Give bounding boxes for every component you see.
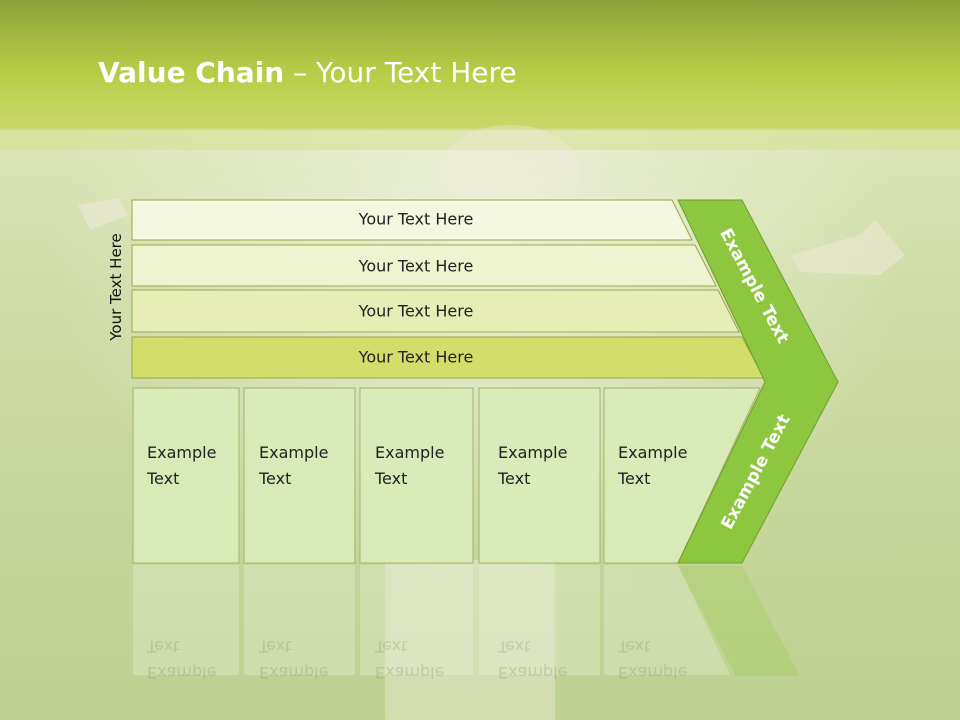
slide-title: Value Chain – Your Text Here xyxy=(98,56,517,89)
photo-hand-right xyxy=(790,220,905,275)
box-text-4: Example Text xyxy=(498,440,567,492)
activity-box-4 xyxy=(478,387,601,564)
box-4-line2: Text xyxy=(498,469,531,488)
box-1-line1: Example xyxy=(147,443,217,462)
photo-hand-left xyxy=(78,198,128,230)
margin-chevron-arrow xyxy=(677,199,839,564)
arrow-reflection xyxy=(678,566,800,676)
box-text-2: Example Text xyxy=(259,440,328,492)
header-band xyxy=(0,0,960,130)
box-3-line1: Example xyxy=(375,443,445,462)
activity-box-1 xyxy=(132,387,240,564)
activity-box-3 xyxy=(359,387,474,564)
box-text-1: Example Text xyxy=(147,440,216,492)
box-4-line1: Example xyxy=(498,443,568,462)
value-row-2 xyxy=(131,244,717,287)
box-text-5: Example Text xyxy=(618,440,687,492)
box-1-line2: Text xyxy=(147,469,180,488)
row-label-1: Your Text Here xyxy=(358,209,474,229)
photo-figure-dress xyxy=(385,560,555,720)
row-label-3: Your Text Here xyxy=(358,301,474,321)
box-2-line1: Example xyxy=(259,443,329,462)
box-text-3: Example Text xyxy=(375,440,444,492)
value-row-1 xyxy=(131,199,693,241)
row-label-2: Your Text Here xyxy=(358,256,474,276)
side-label-text: Your Text Here xyxy=(107,233,125,341)
activity-box-2 xyxy=(243,387,356,564)
title-bold: Value Chain xyxy=(98,56,285,89)
value-row-3 xyxy=(131,289,740,333)
box-5-line1: Example xyxy=(618,443,688,462)
box-2-line2: Text xyxy=(259,469,292,488)
row-label-4: Your Text Here xyxy=(358,347,474,367)
box-3-line2: Text xyxy=(375,469,408,488)
box-5-line2: Text xyxy=(618,469,651,488)
title-rest: – Your Text Here xyxy=(284,56,517,89)
photo-figure-head xyxy=(440,125,580,215)
